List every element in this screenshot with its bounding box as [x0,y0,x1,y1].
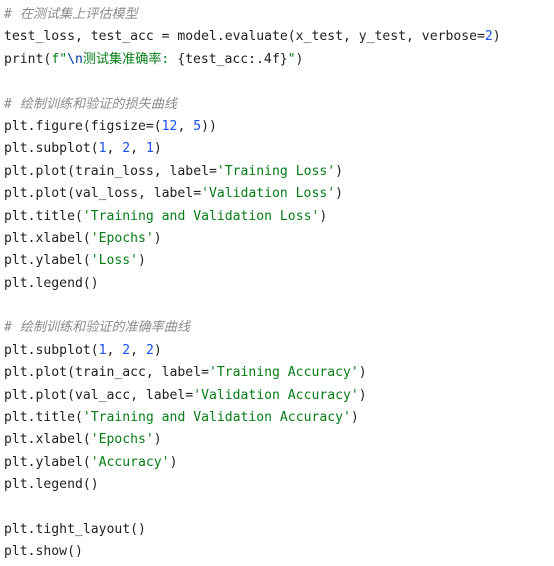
code-string: 'Loss' [90,253,139,269]
code-line: plt.ylabel('Accuracy') [4,452,554,474]
code-line-blank: ​ [4,295,554,317]
code-text: ) [138,253,146,269]
code-line: plt.legend() [4,273,554,295]
code-text: plt.ylabel( [4,454,91,470]
code-text: ) [492,29,501,45]
code-text: , [130,141,146,157]
code-text: plt.legend() [4,477,99,493]
code-text: plt.figure(figsize=( [4,118,162,134]
code-text: , [106,342,123,358]
code-line: plt.figure(figsize=(12, 5)) [4,116,554,138]
code-number: 1 [98,342,107,358]
code-text: , [130,342,146,358]
code-text: plt.plot(train_loss, label= [4,163,217,179]
code-escape: \n [67,51,83,67]
code-line: plt.legend() [4,474,554,496]
code-text: plt.title( [4,208,83,224]
code-string: 'Epochs' [90,230,154,246]
code-line: plt.subplot(1, 2, 2) [4,340,554,362]
code-line: plt.xlabel('Epochs') [4,429,554,451]
code-text: )) [201,118,217,134]
code-text: plt.tight_layout() [4,521,146,537]
code-text: ) [350,410,359,426]
code-string: 'Training Accuracy' [208,365,359,381]
code-text: plt.xlabel( [4,230,91,246]
code-comment: # 在测试集上评估模型 [4,7,138,22]
code-line: plt.ylabel('Loss') [4,250,554,272]
code-string: f" [51,51,68,67]
code-text: ) [295,51,304,67]
code-comment: # 绘制训练和验证的损失曲线 [4,96,177,112]
code-line-blank: ​ [4,497,554,519]
code-text: , [177,118,194,134]
code-number: 2 [484,29,493,45]
code-text: plt.xlabel( [4,432,91,448]
code-text: print( [4,51,52,67]
code-text: ) [335,186,343,202]
code-text: plt.subplot( [4,141,99,157]
code-line: plt.plot(val_acc, label='Validation Accu… [4,385,554,407]
code-text: ) [319,208,328,224]
code-text: ) [153,342,162,358]
code-text: plt.plot(train_acc, label= [4,365,209,381]
code-text: {test_acc:.4f} [177,51,288,67]
code-string: 'Training Loss' [216,163,336,179]
code-number: 2 [145,342,154,358]
code-text: plt.plot(val_loss, label= [4,186,202,202]
code-string: 'Training and Validation Loss' [82,208,320,224]
code-line: plt.show() [4,541,554,563]
code-string: 测试集准确率: [82,51,178,67]
code-string: " [287,51,296,67]
code-number: 2 [122,141,131,157]
code-number: 5 [193,118,202,134]
code-line: plt.subplot(1, 2, 1) [4,138,554,160]
code-line: plt.plot(val_loss, label='Validation Los… [4,183,554,205]
code-text: ) [358,365,367,381]
code-text: plt.legend() [4,275,99,291]
code-text: ) [153,230,162,246]
code-string: 'Validation Loss' [201,186,336,202]
code-text: plt.subplot( [4,342,99,358]
code-line: # 绘制训练和验证的准确率曲线 [4,317,554,339]
code-line: print(f"\n测试集准确率: {test_acc:.4f}") [4,49,554,71]
code-text: ) [358,387,367,403]
code-line: plt.tight_layout() [4,519,554,541]
code-number: 1 [145,141,154,157]
code-number: 1 [98,141,107,157]
code-string: 'Epochs' [90,432,154,448]
code-text: ) [335,163,343,179]
code-line: plt.title('Training and Validation Accur… [4,407,554,429]
code-string: 'Validation Accuracy' [193,387,359,403]
code-line: plt.title('Training and Validation Loss'… [4,206,554,228]
code-text: ) [169,454,178,470]
code-string: 'Accuracy' [90,454,170,470]
code-line-blank: ​ [4,71,554,93]
code-line: plt.plot(train_loss, label='Training Los… [4,161,554,183]
code-text: plt.title( [4,410,83,426]
code-text: ) [153,141,162,157]
code-text: plt.ylabel( [4,253,91,269]
code-text: test_loss, test_acc = model.evaluate(x_t… [4,29,485,45]
code-number: 2 [122,342,131,358]
code-line: # 绘制训练和验证的损失曲线 [4,94,554,116]
code-number: 12 [161,118,178,134]
code-text: plt.show() [4,544,83,560]
code-line: plt.plot(train_acc, label='Training Accu… [4,362,554,384]
code-text: , [106,141,123,157]
code-text: plt.plot(val_acc, label= [4,387,194,403]
code-line: # 在测试集上评估模型 [4,4,554,26]
code-string: 'Training and Validation Accuracy' [82,410,351,426]
code-text: ) [153,432,162,448]
code-line: plt.xlabel('Epochs') [4,228,554,250]
code-comment: # 绘制训练和验证的准确率曲线 [4,320,190,336]
code-line: test_loss, test_acc = model.evaluate(x_t… [4,26,554,48]
